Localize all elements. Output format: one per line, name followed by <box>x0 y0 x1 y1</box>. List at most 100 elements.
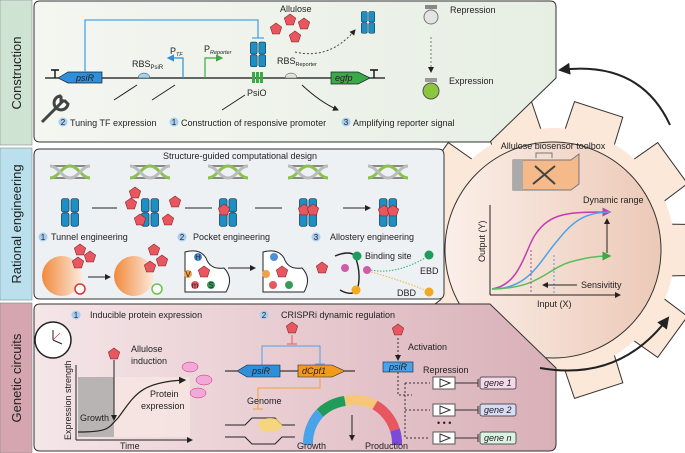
rbs-reporter-icon <box>284 72 298 79</box>
svg-text:gene 1: gene 1 <box>484 378 512 388</box>
growth-production-gauge: Growth Production <box>297 395 408 451</box>
svg-text:Amplifying reporter signal: Amplifying reporter signal <box>353 118 455 128</box>
svg-text:2: 2 <box>61 118 66 127</box>
repression-label: Repression <box>450 5 496 15</box>
p-reporter-label: PReporter <box>204 44 233 56</box>
crispri-circuit: psiR dCpf1 Genome <box>225 321 355 445</box>
egfp-gene-arrow <box>330 71 371 85</box>
svg-text:m: m <box>192 281 199 290</box>
svg-text:Allostery engineering: Allostery engineering <box>330 232 414 242</box>
cycle-arrow-top <box>558 62 671 126</box>
svg-text:gene 2: gene 2 <box>484 405 512 415</box>
construction-panel <box>33 0 557 143</box>
tunnel-illustration <box>42 243 168 296</box>
svg-text:CRISPRi dynamic regulation: CRISPRi dynamic regulation <box>281 310 395 320</box>
bulb-off-icon <box>423 5 439 25</box>
prohibited-icon <box>74 283 86 295</box>
section-tab-rational: Rational engineering <box>0 147 33 301</box>
expression-strength-label: Expression strength <box>63 360 73 440</box>
clock-icon <box>34 321 72 359</box>
psir-gene-arrow <box>57 71 103 84</box>
svg-text:2: 2 <box>180 233 185 242</box>
svg-text:2: 2 <box>262 311 267 320</box>
p-tf-promoter-icon <box>166 54 184 78</box>
rational-step-2: 2 Pocket engineering <box>177 232 270 242</box>
svg-text:V: V <box>185 270 191 279</box>
construction-step-3: 3 Amplifying reporter signal <box>341 117 455 128</box>
rbs-psir-icon <box>137 72 151 79</box>
psio-operator-icon <box>252 72 263 83</box>
genetic-step-2: 2 CRISPRi dynamic regulation <box>259 310 395 320</box>
growth-label: Growth <box>80 413 109 423</box>
bulb-on-icon <box>422 78 440 100</box>
svg-text:Inducible protein expression: Inducible protein expression <box>90 310 202 320</box>
allostery-illustration: Binding site EBD DBD <box>315 250 439 298</box>
svg-text:3: 3 <box>344 118 349 127</box>
dcpf1-label: dCpf1 <box>302 366 326 376</box>
allulose-label: Allulose <box>280 4 312 14</box>
time-label: Time <box>120 441 140 451</box>
wrench-icon <box>40 94 70 124</box>
pocket-illustration: H V m S <box>184 250 308 293</box>
dbd-label: DBD <box>397 288 417 298</box>
repression-label-2: Repression <box>423 365 469 375</box>
p-tf-label: PTF <box>170 46 183 58</box>
gauge-growth-label: Growth <box>297 441 326 451</box>
expression-label: Expression <box>449 76 494 86</box>
psir-label: psiR <box>75 73 95 83</box>
rational-title: Structure-guided computational design <box>163 151 317 161</box>
allulose-induction-label-2: induction <box>131 356 167 366</box>
induction-plot: Allulose induction Growth Protein expres… <box>63 344 192 451</box>
svg-text:3: 3 <box>314 233 319 242</box>
psio-label: PsiO <box>247 88 267 98</box>
svg-text:Construction of responsive pro: Construction of responsive promoter <box>181 118 326 128</box>
input-axis-label: Input (X) <box>537 299 572 309</box>
p-reporter-promoter-icon <box>204 54 224 78</box>
allulose-induction-label-1: Allulose <box>131 344 163 354</box>
activation-repression-circuit: Activation psiR Repression gene 1 gene 2… <box>382 323 517 445</box>
svg-text:Pocket engineering: Pocket engineering <box>193 232 270 242</box>
gauge-production-label: Production <box>365 441 408 451</box>
construction-label: Construction <box>9 37 24 110</box>
output-axis-label: Output (Y) <box>477 220 487 262</box>
rational-label: Rational engineering <box>9 164 24 283</box>
toolbox-title: Allulose biosensor toolbox <box>501 141 606 151</box>
protein-expression-label-2: expression <box>141 401 185 411</box>
sensitivity-label: Sensivitity <box>581 280 622 290</box>
egfp-label: egfp <box>335 73 353 83</box>
gene-row-2: gene 2 <box>432 403 517 417</box>
section-tab-genetic: Genetic circuits <box>0 302 33 453</box>
genetic-label: Genetic circuits <box>9 333 24 422</box>
section-tab-construction: Construction <box>0 0 33 146</box>
construction-step-2: 2 Tuning TF expression <box>58 117 157 128</box>
rbs-psir-label: RBSPsiR <box>132 59 164 71</box>
rational-step-3: 3 Allostery engineering <box>311 232 414 242</box>
rbs-reporter-label: RBSReporter <box>277 56 317 68</box>
construction-circuit: psiR RBSPsiR PTF PReporter PsiO RBSRepor… <box>40 4 496 128</box>
ellipsis: • • • <box>437 418 451 428</box>
dcpf1-gene-arrow <box>297 364 346 378</box>
binding-site-label: Binding site <box>365 251 412 261</box>
protein-expression-label-1: Protein <box>150 389 179 399</box>
svg-text:Tunnel engineering: Tunnel engineering <box>51 232 128 242</box>
genome-label: Genome <box>247 396 282 406</box>
svg-text:Tuning TF expression: Tuning TF expression <box>70 118 157 128</box>
dna-tf-sequence <box>48 163 410 227</box>
toolbox-icon <box>512 152 580 191</box>
psir-label-2: psiR <box>251 366 271 376</box>
psir-box-label: psiR <box>388 362 408 372</box>
check-icon <box>151 283 163 295</box>
activation-label: Activation <box>408 342 447 352</box>
gene-row-n: gene n <box>432 431 517 445</box>
dose-response-plot: Dynamic range Output (Y) Input (X) Sensi… <box>477 195 644 309</box>
cycle-arrow-bottom <box>539 316 670 372</box>
psir-gene-arrow-2 <box>236 364 281 378</box>
dcpf1-complex-icon <box>258 418 282 432</box>
